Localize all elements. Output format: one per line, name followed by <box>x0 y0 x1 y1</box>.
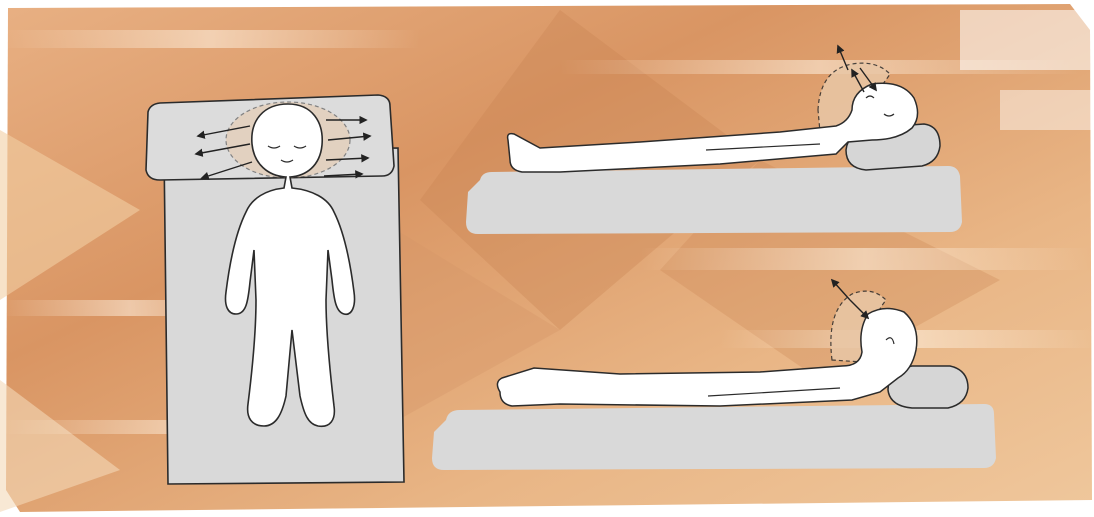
side-view-mattress-top <box>466 166 962 234</box>
top-view-bed <box>146 95 404 484</box>
side-view-mattress-bottom <box>432 404 996 470</box>
